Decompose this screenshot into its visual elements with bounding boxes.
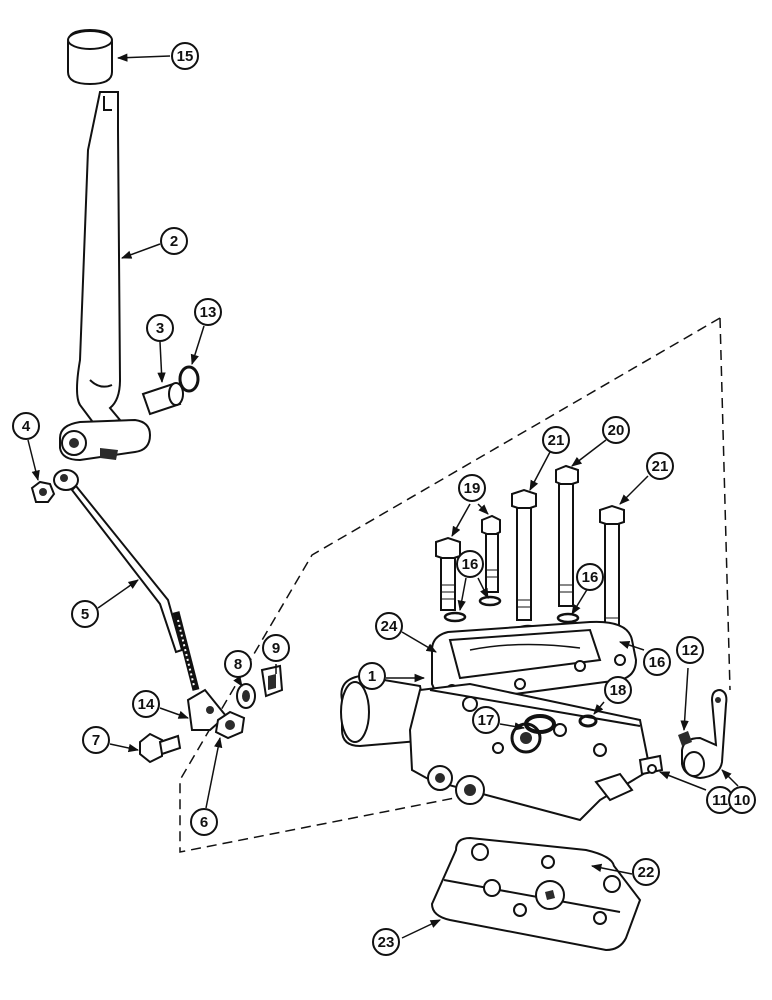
knob-part: [67, 28, 113, 86]
pin-part: [678, 731, 692, 746]
o-ring-part: [524, 714, 556, 734]
leader-lines: [27, 53, 739, 939]
callout-19: 19: [458, 474, 486, 502]
callout-1: 1: [358, 662, 386, 690]
assembly-boundary-dashed-line: [179, 317, 731, 853]
callout-16: 16: [643, 648, 671, 676]
callout-label: 1: [368, 668, 376, 685]
callout-21: 21: [646, 452, 674, 480]
callout-label: 23: [378, 934, 395, 951]
callout-label: 11: [712, 792, 728, 809]
callout-label: 2: [170, 233, 178, 250]
cover-plate-part: [431, 620, 638, 702]
bolt-part: [139, 732, 182, 764]
nut-part: [30, 480, 56, 503]
link-part: [681, 688, 728, 780]
washer-part: [236, 683, 256, 709]
callout-label: 6: [200, 814, 208, 831]
callout-8: 8: [224, 650, 252, 678]
callout-23: 23: [372, 928, 400, 956]
callout-24: 24: [375, 612, 403, 640]
callout-label: 24: [381, 618, 398, 635]
callout-22: 22: [632, 858, 660, 886]
callout-label: 7: [92, 732, 100, 749]
valve-body-part: [340, 674, 664, 822]
callouts: 15 2 3 13 4 5 14 8: [12, 42, 756, 956]
callout-13: 13: [194, 298, 222, 326]
callout-label: 4: [22, 418, 31, 435]
callout-14: 14: [132, 690, 160, 718]
callout-16: 16: [576, 563, 604, 591]
callout-16: 16: [456, 550, 484, 578]
rod-part: [53, 469, 200, 691]
washer-part: [178, 365, 200, 393]
bolt-part: [511, 488, 537, 621]
callout-9: 9: [262, 634, 290, 662]
callout-5: 5: [71, 600, 99, 628]
callout-2: 2: [160, 227, 188, 255]
callout-label: 15: [177, 48, 194, 65]
callout-15: 15: [171, 42, 199, 70]
callout-label: 21: [652, 458, 669, 475]
callout-label: 12: [682, 642, 699, 659]
o-ring-part: [578, 714, 598, 728]
bolt-part: [555, 464, 579, 607]
callout-21: 21: [542, 426, 570, 454]
callout-label: 22: [638, 864, 655, 881]
bracket-part: [186, 688, 228, 731]
callout-label: 17: [478, 712, 495, 729]
callout-label: 18: [610, 682, 627, 699]
callout-10: 10: [728, 786, 756, 814]
callout-20: 20: [602, 416, 630, 444]
callout-4: 4: [12, 412, 40, 440]
callout-12: 12: [676, 636, 704, 664]
callout-label: 21: [548, 432, 565, 449]
bush-part: [141, 382, 184, 416]
nut-part: [214, 710, 246, 740]
callout-18: 18: [604, 676, 632, 704]
callout-label: 8: [234, 656, 242, 673]
ball-part: [647, 764, 657, 774]
base-plate-part: [430, 836, 642, 952]
callout-label: 3: [156, 320, 164, 337]
callout-17: 17: [472, 706, 500, 734]
callout-label: 16: [462, 556, 479, 573]
clip-part: [260, 664, 284, 698]
bolt-part: [481, 514, 501, 593]
callout-3: 3: [146, 314, 174, 342]
bolt-part: [599, 504, 625, 637]
lever-part: [59, 91, 152, 462]
callout-label: 20: [608, 422, 625, 439]
callout-label: 16: [649, 654, 666, 671]
callout-6: 6: [190, 808, 218, 836]
callout-label: 13: [200, 304, 217, 321]
callout-label: 9: [272, 640, 280, 657]
callout-label: 16: [582, 569, 599, 586]
callout-label: 5: [81, 606, 89, 623]
callout-label: 14: [138, 696, 155, 713]
bolt-part: [435, 536, 461, 611]
callout-label: 10: [734, 792, 751, 809]
callout-label: 19: [464, 480, 481, 497]
callout-7: 7: [82, 726, 110, 754]
